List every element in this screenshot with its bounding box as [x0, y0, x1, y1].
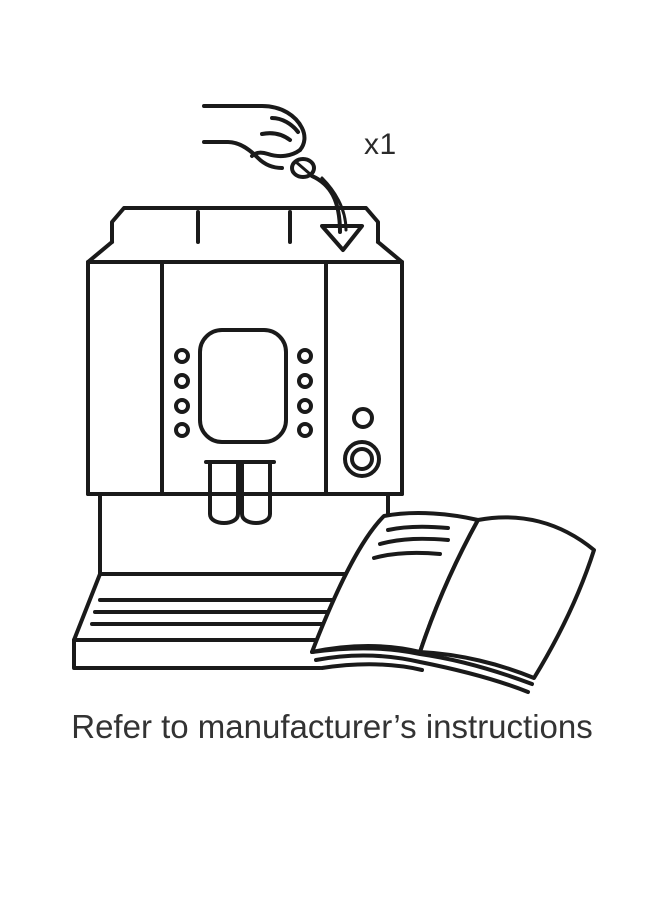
- tablet-icon: [290, 157, 316, 179]
- manual-book-icon: [310, 511, 596, 694]
- coffee-machine-icon: [72, 206, 404, 670]
- caption: Refer to manufacturer’s instructions: [71, 708, 593, 745]
- arrow-down-icon: [310, 174, 364, 252]
- hand-icon: [202, 104, 307, 170]
- quantity-label: x1: [364, 128, 397, 161]
